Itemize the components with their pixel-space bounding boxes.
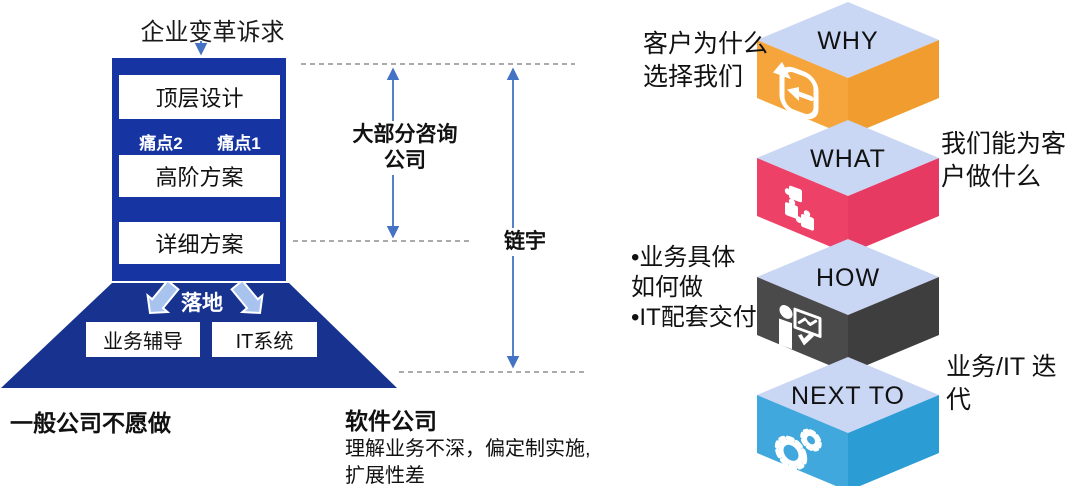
it-system-box: IT系统 <box>212 322 317 357</box>
why-label: WHY <box>817 27 878 55</box>
how-label: HOW <box>816 264 880 292</box>
dashed-guides <box>293 63 586 373</box>
how-note: •业务具体 如何做 •IT配套交付 <box>631 243 757 333</box>
unwilling-note: 一般公司不愿做 <box>10 410 171 436</box>
stack-block-next-to: NEXT TO <box>757 357 939 486</box>
how-left-face <box>757 277 848 373</box>
software-desc-line2: 扩展性差 <box>345 465 425 486</box>
why-note: 客户为什么 选择我们 <box>643 28 768 94</box>
high-level-plan-box: 高阶方案 <box>119 155 280 197</box>
top-design-box: 顶层设计 <box>119 75 280 119</box>
top-demand-label: 企业变革诉求 <box>140 19 285 46</box>
why-note-line1: 客户为什么 <box>643 30 769 58</box>
what-note-line1: 我们能为客 <box>941 130 1067 158</box>
business-coaching-box: 业务辅导 <box>86 322 200 357</box>
gears-icon <box>774 428 822 471</box>
pain-point-2-label: 痛点2 <box>139 134 183 153</box>
next-to-label: NEXT TO <box>791 382 905 410</box>
next-to-right-face <box>848 395 939 486</box>
consulting-bracket-label: 大部分咨询 公司 <box>350 121 460 175</box>
detailed-plan-box: 详细方案 <box>119 222 280 264</box>
puzzle-icon <box>784 185 814 231</box>
stack-block-why: WHY <box>757 2 939 136</box>
consulting-label-line1: 大部分咨询 <box>352 123 458 146</box>
how-right-face <box>848 277 939 373</box>
what-left-face <box>757 158 848 254</box>
how-note-line2: 如何做 <box>631 274 703 301</box>
what-right-face <box>848 158 939 254</box>
pain-point-1-label: 痛点1 <box>217 134 261 153</box>
what-note: 我们能为客 户做什么 <box>941 128 1066 194</box>
what-note-line2: 户做什么 <box>941 163 1042 191</box>
software-desc-line1: 理解业务不深，偏定制实施, <box>345 438 591 460</box>
sync-icon <box>773 61 819 120</box>
why-note-line2: 选择我们 <box>643 63 744 91</box>
landing-arrows <box>146 279 264 315</box>
landing-label: 落地 <box>181 292 223 315</box>
stack-block-how: HOW <box>757 239 939 373</box>
next-to-note-line1: 业务/IT 迭代 <box>946 353 1057 414</box>
why-right-face <box>848 40 939 136</box>
software-company-desc: 理解业务不深，偏定制实施, 扩展性差 <box>345 436 591 486</box>
what-label: WHAT <box>810 145 886 173</box>
range-arrows <box>386 67 520 369</box>
presenter-icon <box>779 305 822 350</box>
landing-arrow-left-icon <box>146 279 180 315</box>
why-left-face <box>757 40 848 136</box>
chainyu-label: 链宇 <box>502 228 548 256</box>
how-note-line3: •IT配套交付 <box>631 304 757 331</box>
stack-block-what: WHAT <box>757 120 939 254</box>
software-company-title: 软件公司 <box>345 408 437 434</box>
consulting-label-line2: 公司 <box>384 149 426 172</box>
next-to-note: 业务/IT 迭代 <box>946 351 1080 417</box>
how-note-line1: •业务具体 <box>631 244 736 271</box>
landing-arrow-right-icon <box>230 279 264 315</box>
